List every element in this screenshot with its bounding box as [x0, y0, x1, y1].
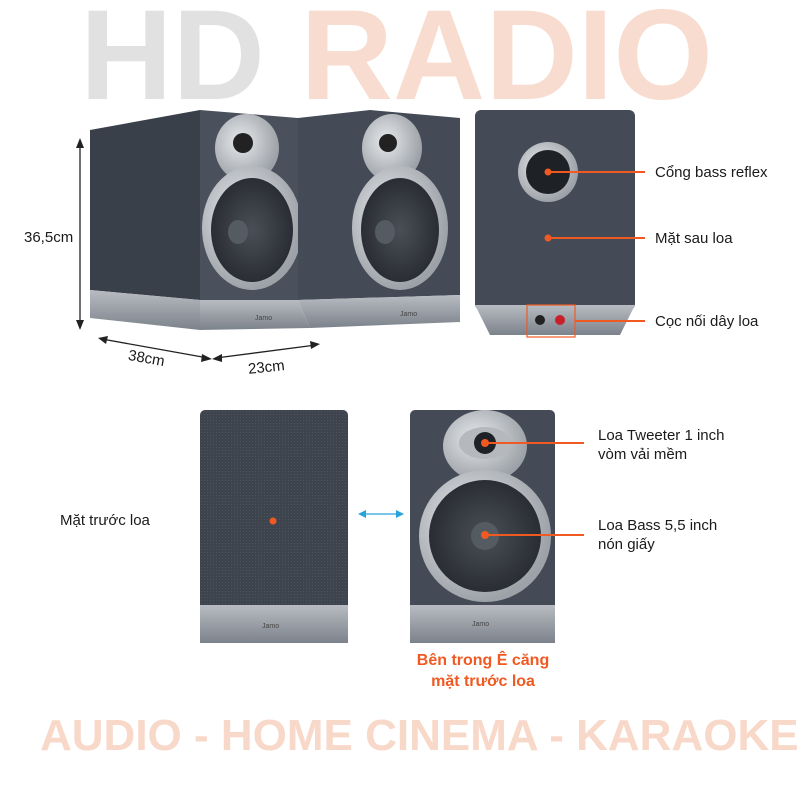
front-callout-dots — [481, 439, 489, 539]
brand-logo: Jamo — [262, 623, 279, 630]
brand-logo: Jamo — [255, 315, 272, 322]
grille-caption: Bên trong Ê căng mặt trước loa — [383, 650, 583, 692]
tweeter-label-line2: vòm vải mềm — [598, 446, 688, 463]
watermark-brand-left: HD — [80, 0, 265, 127]
speaker-angled-right: Jamo — [298, 110, 460, 328]
back-callout-lines — [548, 171, 645, 322]
speaker-angled-left: Jamo — [90, 110, 310, 330]
speaker-back-view — [475, 110, 635, 338]
watermark-logo: HD RADIO — [80, 0, 713, 120]
grille-label: Mặt trước loa — [60, 512, 150, 529]
brand-logo: Jamo — [400, 311, 417, 318]
caption-line2: mặt trước loa — [431, 673, 535, 690]
brand-logo: Jamo — [472, 621, 489, 628]
port-label: Cổng bass reflex — [655, 164, 768, 181]
watermark-tagline: AUDIO - HOME CINEMA - KARAOKE — [40, 711, 799, 760]
watermark-brand-right: RADIO — [300, 0, 713, 127]
width-label: 23cm — [247, 357, 286, 378]
swap-arrow-icon — [358, 510, 404, 518]
terminals-label: Cọc nối dây loa — [655, 313, 759, 330]
back-panel-label: Mặt sau loa — [655, 230, 733, 247]
tweeter-label-line1: Loa Tweeter 1 inch — [598, 427, 725, 444]
callout-dots — [544, 168, 552, 242]
woofer-label-line1: Loa Bass 5,5 inch — [598, 517, 718, 534]
front-callout-lines — [485, 442, 584, 536]
woofer-label-line2: nón giấy — [598, 536, 655, 553]
speaker-front-with-grille: Jamo — [200, 410, 348, 643]
caption-line1: Bên trong Ê căng — [416, 652, 550, 669]
height-label: 36,5cm — [24, 229, 74, 246]
dimension-arrows — [76, 138, 320, 362]
